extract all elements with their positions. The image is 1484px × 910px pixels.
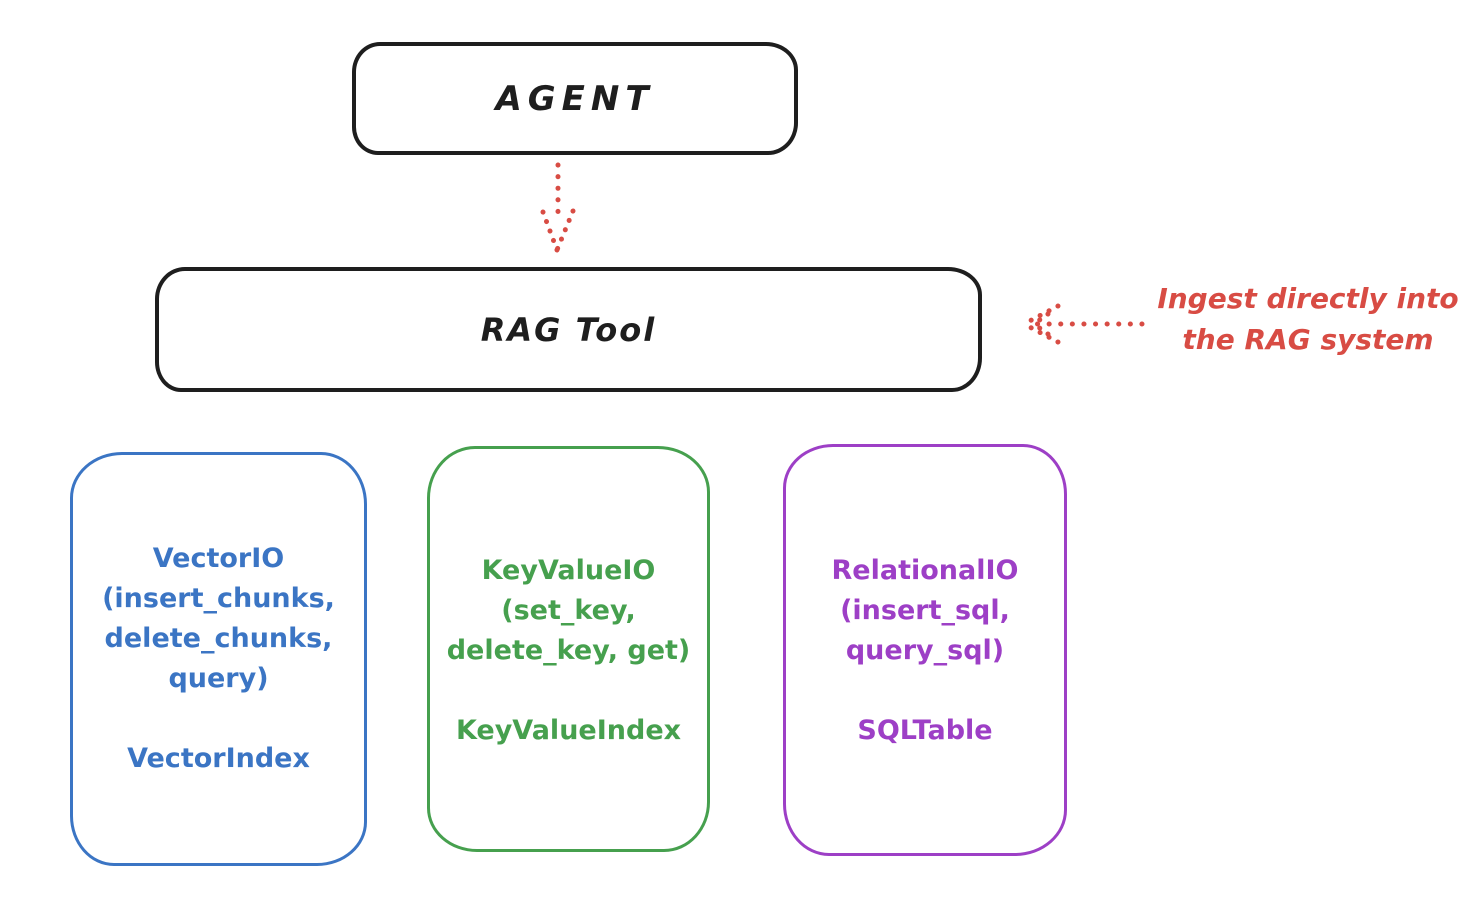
agent-to-rag-arrow-icon bbox=[540, 162, 576, 253]
key-value-io-node: KeyValueIO (set_key, delete_key, get) Ke… bbox=[427, 446, 710, 852]
annotation-text: Ingest directly into the RAG system bbox=[1157, 282, 1459, 356]
relational-io-node: RelationalIO (insert_sql, query_sql) SQL… bbox=[783, 444, 1067, 856]
vector-io-node: VectorIO (insert_chunks, delete_chunks, … bbox=[70, 452, 367, 866]
sql-table-label: SQLTable bbox=[857, 715, 993, 746]
agent-node: AGENT bbox=[352, 42, 798, 155]
vector-index-label: VectorIndex bbox=[127, 743, 310, 774]
rag-tool-node: RAG Tool bbox=[155, 267, 982, 392]
relational-io-api-label: RelationalIO (insert_sql, query_sql) bbox=[831, 555, 1019, 666]
key-value-index-label: KeyValueIndex bbox=[455, 715, 682, 746]
annotation-arrow-icon bbox=[1021, 303, 1145, 345]
rag-tool-label: RAG Tool bbox=[480, 310, 657, 349]
key-value-io-api-label: KeyValueIO (set_key, delete_key, get) bbox=[446, 555, 691, 666]
vector-io-api-label: VectorIO (insert_chunks, delete_chunks, … bbox=[102, 543, 335, 694]
agent-label: AGENT bbox=[495, 78, 655, 119]
